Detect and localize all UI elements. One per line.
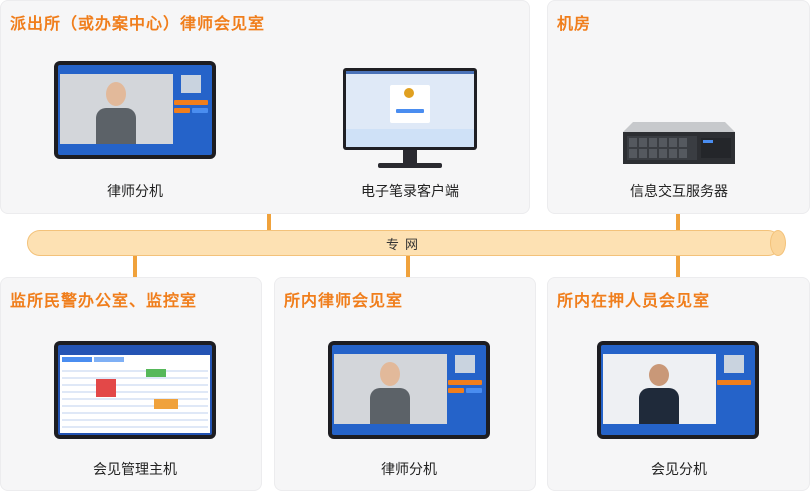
network-pipe-end [770, 230, 786, 256]
connector-station [267, 214, 271, 232]
lawyer-figure [96, 74, 136, 144]
panel-title-station: 派出所（或办案中心）律师会见室 [10, 14, 266, 33]
caption-meeting-terminal: 会见分机 [651, 462, 707, 478]
network-pipe [27, 230, 781, 256]
panel-title-detainee-room: 所内在押人员会见室 [557, 291, 711, 310]
connector-lawyer-room [406, 255, 410, 277]
connector-police-office [133, 255, 137, 277]
panel-title-lawyer-room: 所内律师会见室 [284, 291, 404, 310]
caption-server: 信息交互服务器 [630, 184, 728, 200]
lawyer-terminal-device [54, 61, 216, 159]
panel-title-police-office: 监所民警办公室、监控室 [10, 291, 198, 310]
lawyer-figure-2 [370, 354, 410, 424]
network-label: 专网 [385, 238, 424, 253]
management-host-device [54, 341, 216, 439]
connector-machine-room [676, 214, 680, 232]
panel-machine-room: 机房 [547, 0, 810, 214]
detainee-figure [639, 354, 679, 424]
connector-detainee-room [676, 255, 680, 277]
panel-title-machine-room: 机房 [557, 14, 592, 33]
server-device [623, 122, 735, 164]
panel-police-office: 监所民警办公室、监控室 [0, 277, 262, 491]
police-emblem-icon [404, 88, 414, 98]
record-client-monitor [343, 68, 477, 150]
caption-record-client: 电子笔录客户端 [361, 184, 459, 200]
meeting-terminal-device [597, 341, 759, 439]
caption-management-host: 会见管理主机 [93, 462, 177, 478]
caption-lawyer-terminal: 律师分机 [107, 184, 163, 200]
lawyer-terminal-device-2 [328, 341, 490, 439]
caption-lawyer-terminal-2: 律师分机 [381, 462, 437, 478]
